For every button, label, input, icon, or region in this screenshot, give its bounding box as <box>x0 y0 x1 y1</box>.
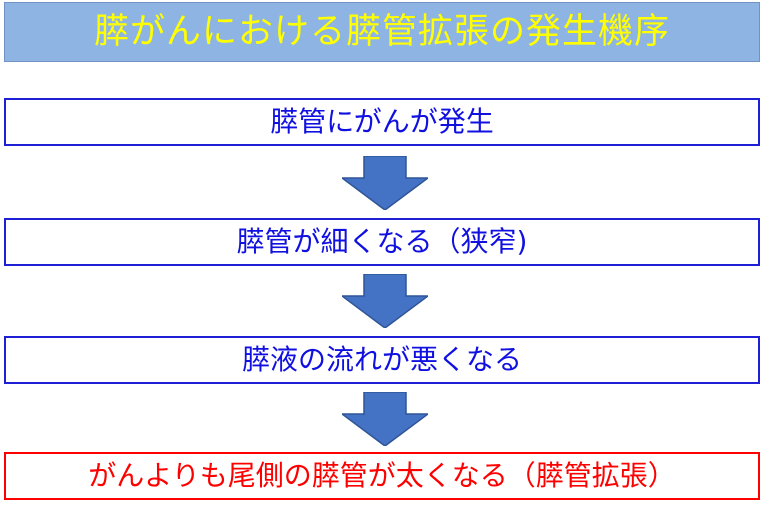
step-box-4-result: がんよりも尾側の膵管が太くなる（膵管拡張） <box>4 452 760 500</box>
down-arrow-icon-1 <box>342 156 428 210</box>
title-banner: 膵がんにおける膵管拡張の発生機序 <box>4 2 760 62</box>
step-label-4: がんよりも尾側の膵管が太くなる（膵管拡張） <box>88 459 676 492</box>
step-box-2: 膵管が細くなる（狭窄) <box>4 218 760 266</box>
diagram-title: 膵がんにおける膵管拡張の発生機序 <box>93 11 670 52</box>
step-box-1: 膵管にがんが発生 <box>4 98 760 146</box>
step-label-1: 膵管にがんが発生 <box>270 105 494 138</box>
step-label-3: 膵液の流れが悪くなる <box>241 343 522 376</box>
step-box-3: 膵液の流れが悪くなる <box>4 336 760 384</box>
down-arrow-icon-3 <box>342 392 428 446</box>
step-label-2: 膵管が細くなる（狭窄) <box>236 225 528 258</box>
down-arrow-icon-2 <box>342 274 428 328</box>
